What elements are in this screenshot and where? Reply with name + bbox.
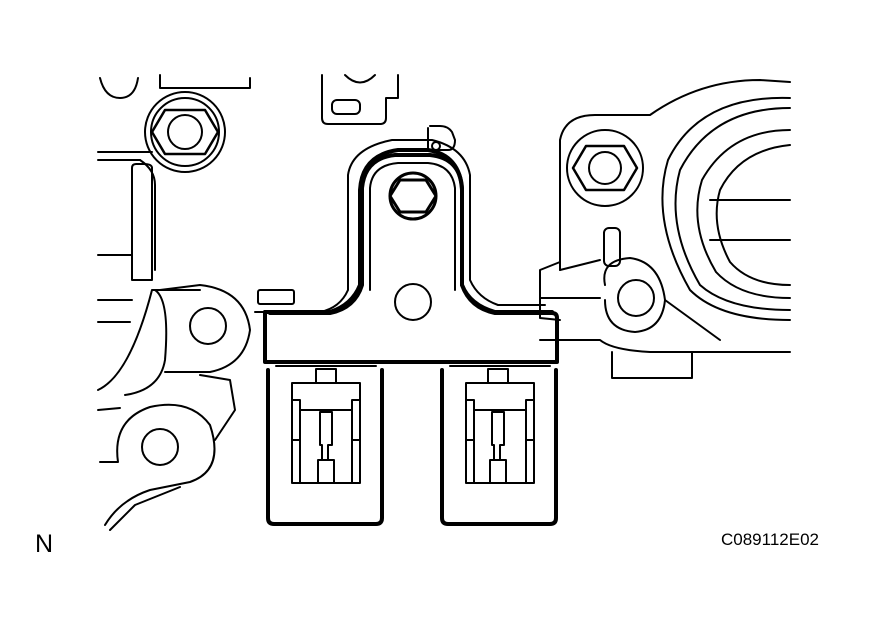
view-letter-label: N	[35, 530, 54, 558]
solenoid-connector-right	[440, 365, 558, 526]
mounting-bracket	[254, 125, 559, 364]
figure-code-label: C089112E02	[721, 530, 819, 549]
top-bracket	[321, 74, 399, 125]
right-housing	[539, 79, 791, 379]
left-housing	[97, 74, 251, 531]
solenoid-connector-left	[266, 365, 384, 526]
